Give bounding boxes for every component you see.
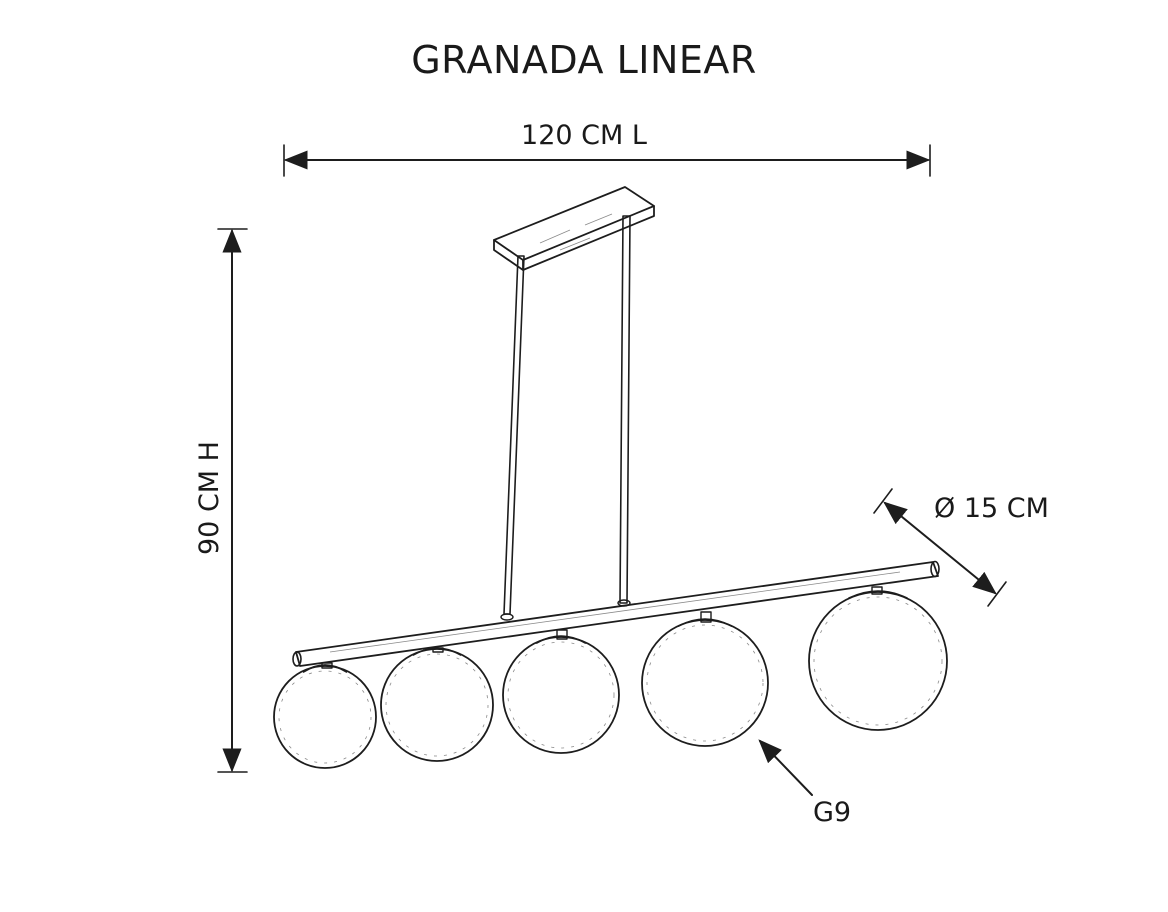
globes <box>273 586 948 769</box>
globe <box>380 647 494 762</box>
globe <box>502 629 620 754</box>
bulb-label: G9 <box>813 797 852 828</box>
width-dimension <box>283 144 931 177</box>
product-title: GRANADA LINEAR <box>411 38 757 82</box>
diameter-label: Ø 15 CM <box>934 493 1049 524</box>
globe <box>273 662 377 769</box>
lamp-bar <box>292 560 940 667</box>
globe <box>641 611 769 747</box>
diameter-tick-bottom <box>987 581 1007 607</box>
diameter-tick-top <box>873 488 893 514</box>
suspension-rods <box>500 215 631 621</box>
bulb-callout-arrow <box>758 739 813 796</box>
height-dimension <box>217 228 248 773</box>
rod-left <box>503 255 525 615</box>
diameter-dimension <box>873 488 1007 607</box>
diameter-arrow <box>883 501 997 595</box>
height-label: 90 CM H <box>194 441 225 555</box>
globe <box>808 586 948 731</box>
rod-right <box>619 215 631 604</box>
width-label: 120 CM L <box>521 120 647 151</box>
